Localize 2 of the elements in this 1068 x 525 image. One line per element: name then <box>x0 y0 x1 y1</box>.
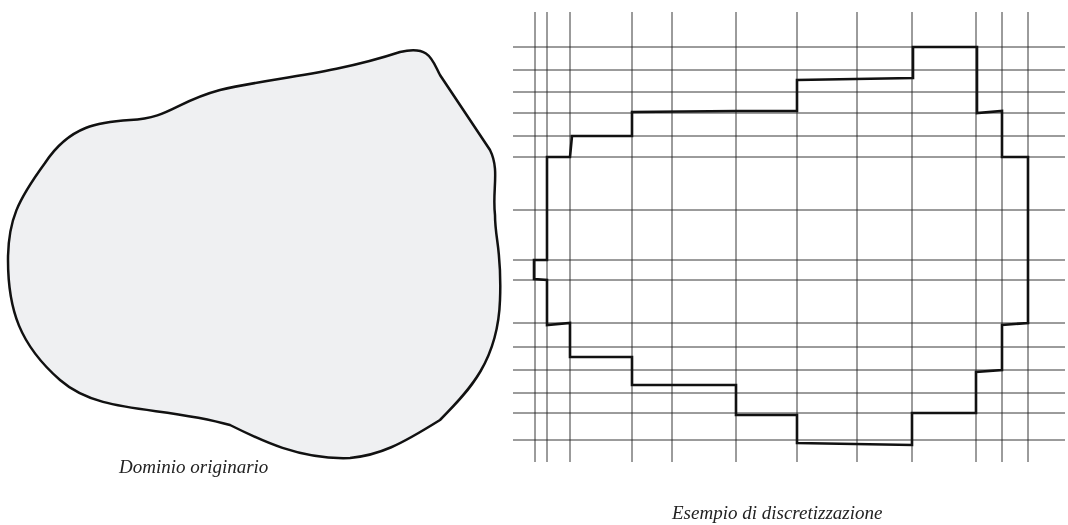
caption-text: Esempio di discretizzazione <box>672 502 883 524</box>
caption-text: Dominio originario <box>119 456 269 478</box>
